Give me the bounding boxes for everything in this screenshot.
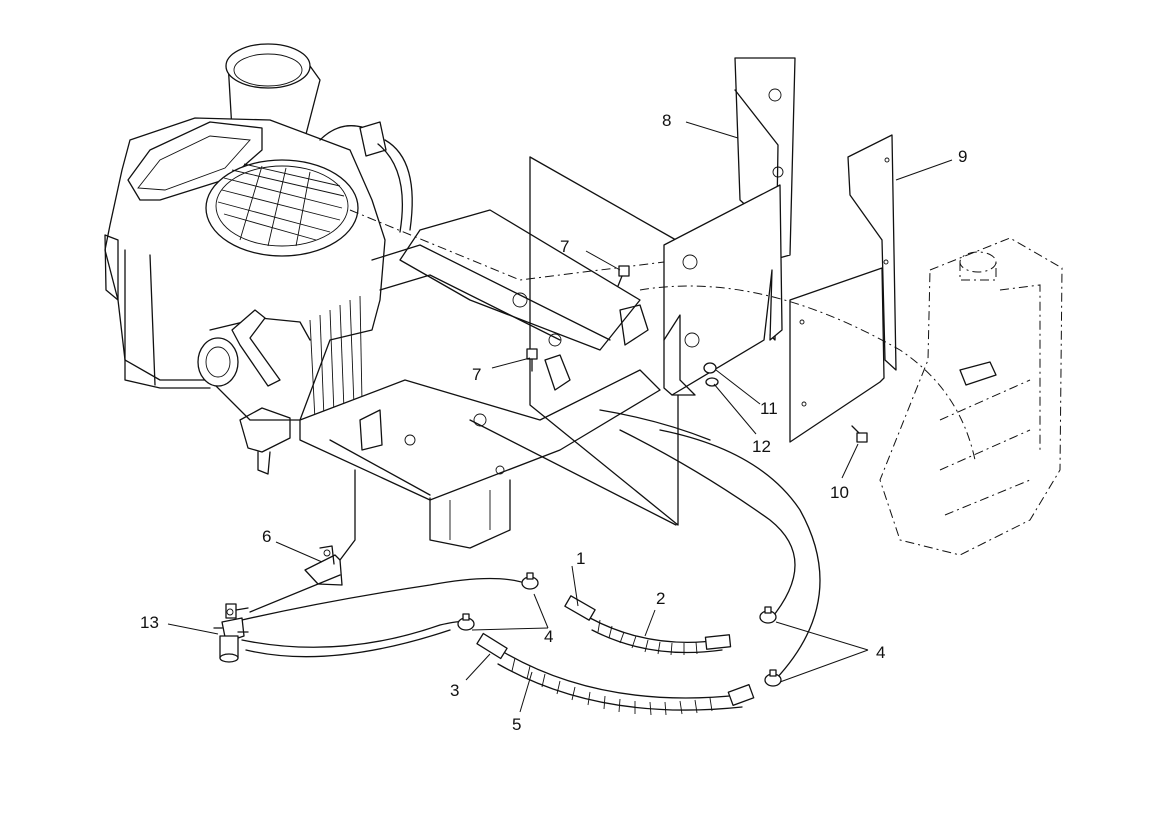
callout-4a: 4	[544, 627, 553, 646]
hose-guard-5	[476, 632, 755, 716]
fasteners	[526, 265, 868, 443]
fuel-tank-bracket-9	[789, 134, 897, 443]
callout-7a: 7	[560, 237, 569, 256]
callout-8: 8	[662, 111, 671, 130]
engine-assembly	[104, 43, 413, 475]
callout-7b: 7	[472, 365, 481, 384]
callout-3: 3	[450, 681, 459, 700]
callout-2: 2	[656, 589, 665, 608]
callout-13: 13	[140, 613, 159, 632]
callout-6: 6	[262, 527, 271, 546]
callout-12: 12	[752, 437, 771, 456]
fuel-filter	[213, 603, 249, 663]
callout-10: 10	[830, 483, 849, 502]
hose-guard-2	[564, 595, 732, 656]
callout-4b: 4	[876, 643, 885, 662]
fuel-hoses	[241, 285, 976, 681]
callout-labels: 8 9 7 7 11 12 10 6 13 1 2 4 4 3 5	[140, 111, 967, 734]
fuel-tank	[879, 237, 1063, 556]
hose-clamps	[457, 572, 782, 687]
callout-1: 1	[576, 549, 585, 568]
callout-11: 11	[760, 399, 778, 418]
callout-leaders	[167, 121, 953, 713]
hose-clip-bracket	[249, 469, 356, 613]
fuel-tank-bracket-8	[663, 57, 796, 396]
reference-panel	[529, 156, 679, 526]
callout-5: 5	[512, 715, 521, 734]
callout-9: 9	[958, 147, 967, 166]
